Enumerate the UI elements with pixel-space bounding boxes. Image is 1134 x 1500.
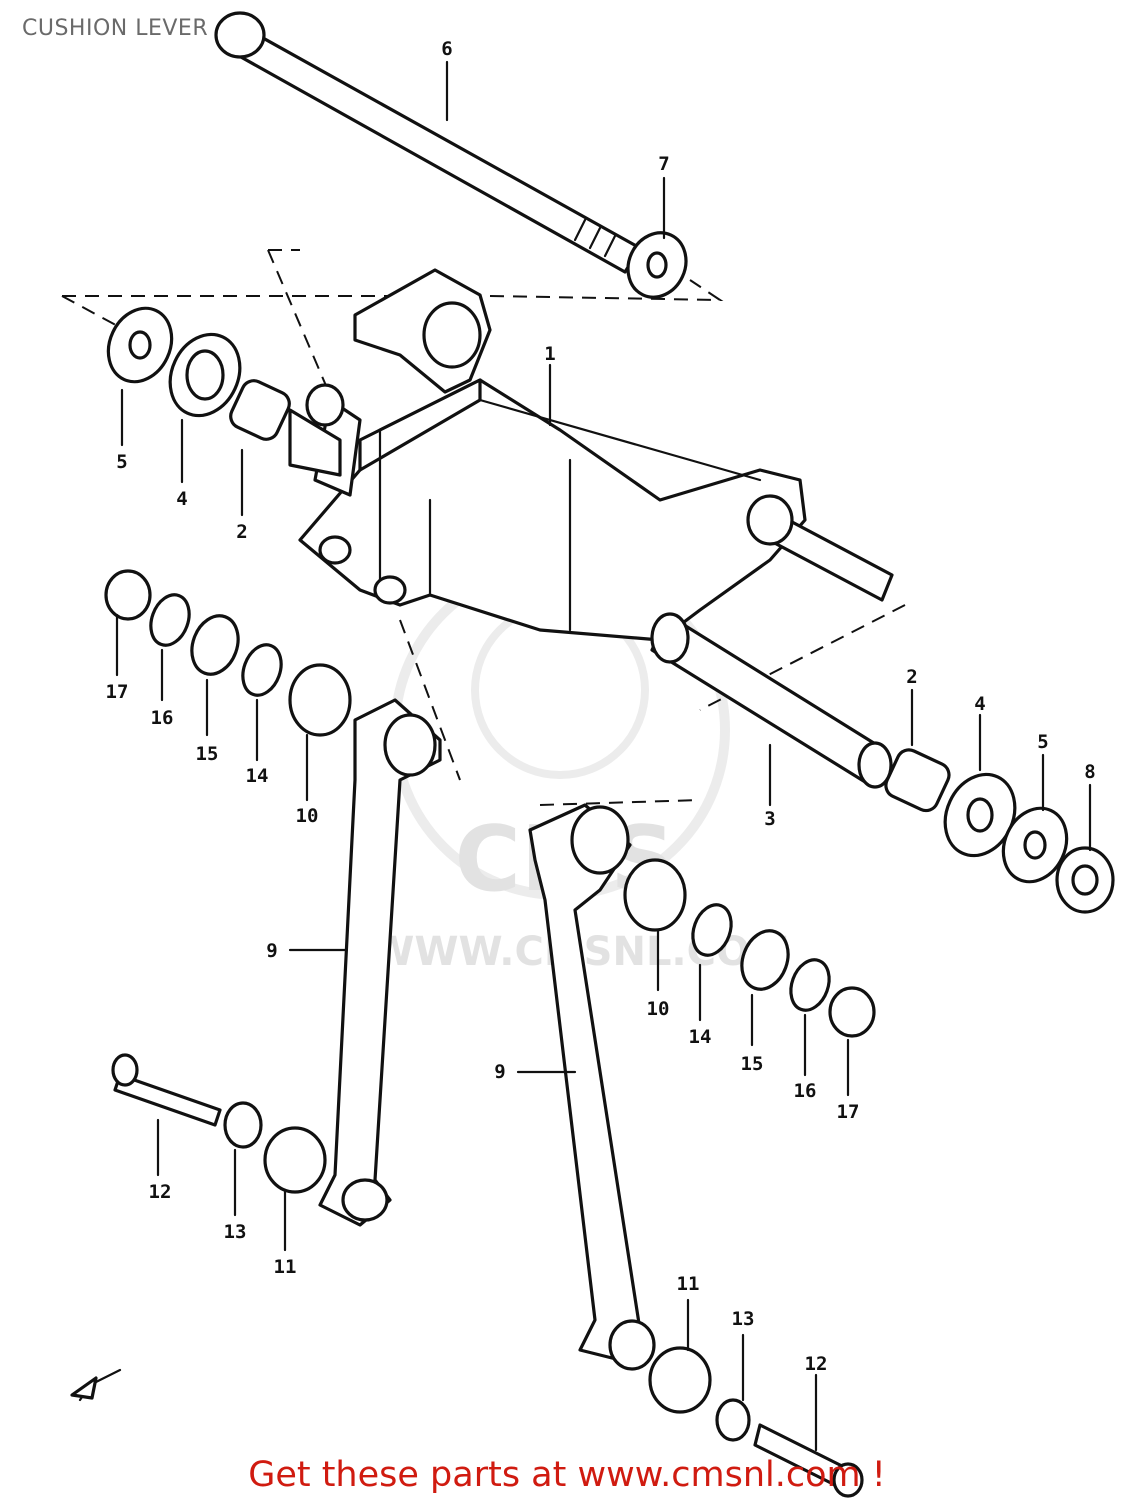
callout-6: 6 [441,38,452,60]
diagram-title: CUSHION LEVER [22,16,209,41]
right-bearing-stack [884,748,1115,914]
callout-12-right: 12 [805,1353,828,1375]
callout-5-right: 5 [1037,731,1048,753]
part-7-washer [626,231,688,299]
callout-8: 8 [1084,761,1095,783]
callout-7: 7 [658,153,669,175]
callout-15: 15 [196,743,219,765]
callout-14: 14 [246,765,269,787]
part-1-cushion-lever [298,268,894,642]
leader-lines [115,60,1092,1452]
callout-13-right: 13 [732,1308,755,1330]
callout-16: 16 [151,707,174,729]
callout-2: 2 [236,521,247,543]
callout-1: 1 [544,343,555,365]
callout-9-right: 9 [494,1061,505,1083]
callout-9: 9 [266,940,277,962]
callout-14-right: 14 [689,1026,712,1048]
callout-3: 3 [764,808,775,830]
callout-4: 4 [176,488,187,510]
callout-17: 17 [106,681,129,703]
assembly-guides [61,249,906,806]
right-rod-group [528,803,876,1498]
footer-cta-link[interactable]: Get these parts at www.cmsnl.com ! [248,1455,886,1495]
callout-12: 12 [149,1181,172,1203]
part-3-tube [650,612,893,789]
part-6-bolt [214,11,642,274]
left-rod-group [104,569,442,1227]
callout-10-right: 10 [647,998,670,1020]
callout-16-right: 16 [794,1080,817,1102]
callout-11-right: 11 [677,1273,700,1295]
callout-13: 13 [224,1221,247,1243]
callout-15-right: 15 [741,1053,764,1075]
callout-10: 10 [296,805,319,827]
callout-17-right: 17 [837,1101,860,1123]
callout-2-right: 2 [906,666,917,688]
callout-11: 11 [274,1256,297,1278]
left-bearing-stack [106,306,342,477]
callout-labels: 6 7 1 5 4 2 17 16 15 14 10 2 4 5 8 3 9 1… [106,38,1096,1375]
callout-5: 5 [116,451,127,473]
front-arrow-icon [70,1368,122,1402]
callout-4-right: 4 [974,693,985,715]
